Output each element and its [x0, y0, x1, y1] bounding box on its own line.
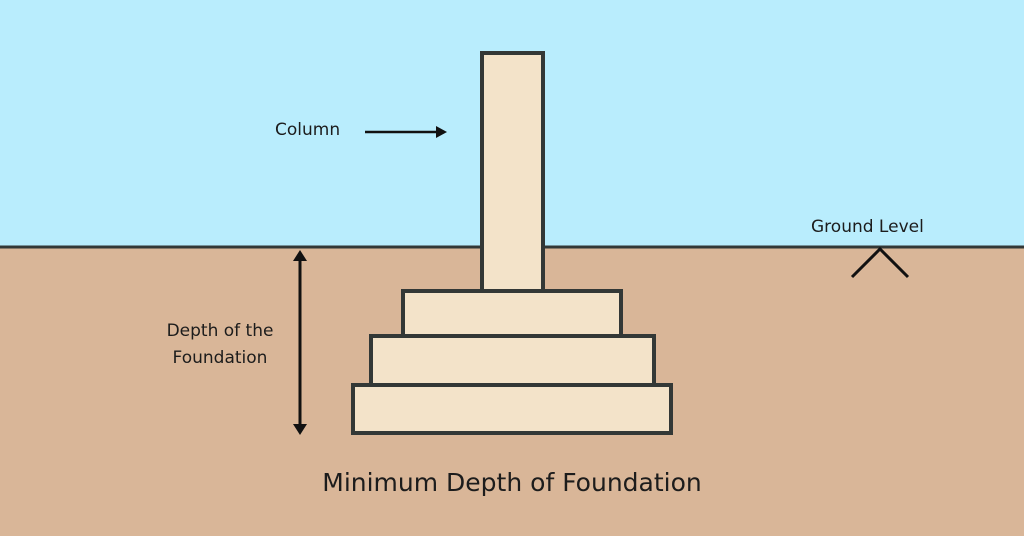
diagram-title: Minimum Depth of Foundation — [322, 468, 702, 497]
depth-label: Depth of the Foundation — [120, 318, 320, 372]
column-label: Column — [275, 120, 341, 140]
footing-step-top — [401, 289, 623, 338]
depth-label-line1: Depth of the — [166, 321, 274, 341]
column — [480, 51, 545, 295]
column-arrow — [365, 126, 447, 138]
depth-label-line2: Foundation — [172, 348, 268, 368]
ground-level-symbol — [850, 246, 910, 279]
depth-double-arrow — [293, 250, 307, 435]
footing-step-middle — [369, 334, 656, 387]
ground-level-label: Ground Level — [811, 217, 924, 237]
footing-step-bottom — [351, 383, 673, 435]
